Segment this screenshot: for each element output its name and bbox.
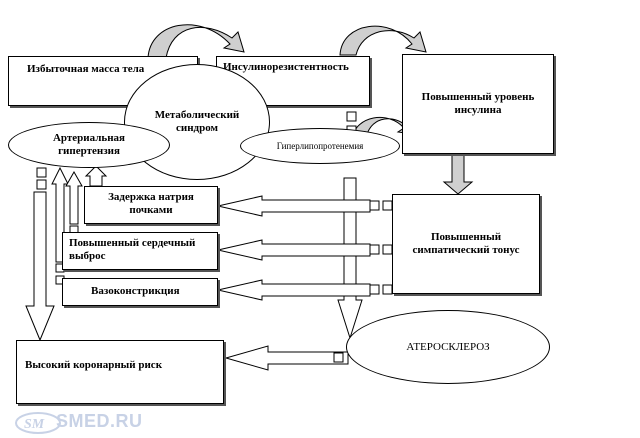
node-hyperlipoproteinemia: Гиперлипопротенемия: [240, 128, 400, 164]
arrow-symp-to-output: [217, 239, 371, 261]
node-cardiac-output: Повышенный сердечный выброс: [62, 232, 218, 270]
node-sodium-retention-label: Задержка натрия почками: [108, 191, 194, 216]
arrow-hypertension-to-coronary: [25, 191, 55, 342]
curved-arrow-weight-to-insulin: [147, 24, 245, 59]
svg-text:SM: SM: [24, 417, 45, 432]
arrow-insulin-to-sympathetic: [442, 154, 474, 195]
node-atherosclerosis: АТЕРОСКЛЕРОЗ: [346, 310, 550, 384]
node-excess-weight-label: Избыточная масса тела: [27, 63, 145, 75]
arrow-sodium-up: [84, 165, 108, 187]
node-vasoconstriction: Вазоконстрикция: [62, 278, 218, 306]
node-metabolic-syndrome-label: Метаболический синдром: [154, 109, 240, 134]
node-sympathetic-tone-label: Повышенный симпатический тонус: [412, 231, 520, 256]
arrow-insulin-to-atherosclerosis: [337, 177, 363, 340]
arrow-output-up: [65, 170, 83, 225]
node-high-insulin: Повышенный уровень инсулина: [402, 54, 554, 154]
node-vasoconstriction-label: Вазоконстрикция: [91, 285, 180, 297]
node-coronary-risk-label: Высокий коронарный риск: [25, 359, 163, 371]
node-metabolic-syndrome: Метаболический синдром: [124, 64, 270, 180]
node-atherosclerosis-label: АТЕРОСКЛЕРОЗ: [406, 340, 490, 353]
arrow-symp-to-vasoconstriction: [217, 279, 371, 301]
watermark-text: SMED.RU: [56, 411, 143, 431]
node-high-insulin-label: Повышенный уровень инсулина: [421, 91, 535, 116]
smed-logo: SM: [15, 412, 61, 434]
node-insulin-resistance-label: Инсулинорезистентность: [223, 61, 349, 73]
node-arterial-hypertension: Артериальная гипертензия: [8, 122, 170, 168]
node-cardiac-output-label: Повышенный сердечный выброс: [69, 237, 196, 262]
node-hyperlipoproteinemia-label: Гиперлипопротенемия: [276, 140, 364, 151]
node-excess-weight: Избыточная масса тела: [8, 56, 198, 106]
node-sodium-retention: Задержка натрия почками: [84, 186, 218, 224]
node-arterial-hypertension-label: Артериальная гипертензия: [52, 132, 126, 157]
node-sympathetic-tone: Повышенный симпатический тонус: [392, 194, 540, 294]
arrow-athero-to-coronary: [224, 345, 349, 371]
curved-arrow-insulin-to-high-insulin: [339, 25, 427, 56]
arrow-symp-to-sodium: [217, 195, 371, 217]
node-coronary-risk: Высокий коронарный риск: [16, 340, 224, 404]
